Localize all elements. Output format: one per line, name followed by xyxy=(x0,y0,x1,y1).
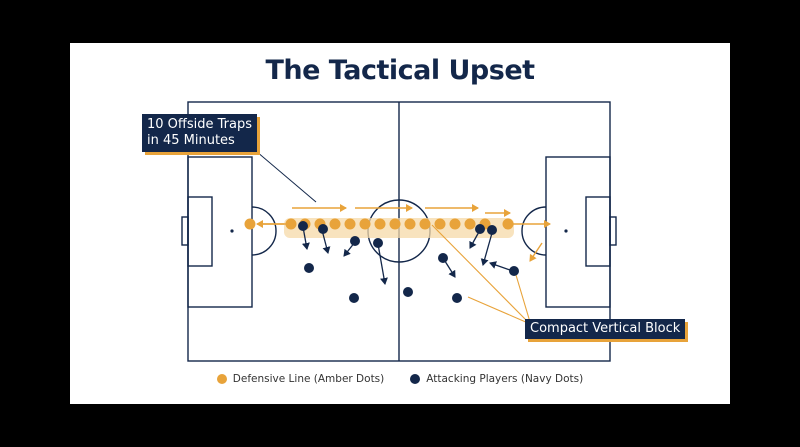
amber-dot xyxy=(419,218,431,230)
left-penalty-arc xyxy=(251,206,277,256)
right-six-yard-box xyxy=(585,196,611,267)
navy-dot xyxy=(403,287,413,297)
legend: Defensive Line (Amber Dots) Attacking Pl… xyxy=(70,373,730,385)
callout-block-leader xyxy=(515,274,531,323)
run-arrow xyxy=(489,261,511,271)
right-penalty-arc xyxy=(521,206,547,256)
left-goal xyxy=(181,216,189,246)
legend-label-defensive: Defensive Line (Amber Dots) xyxy=(232,373,385,385)
navy-dot-icon xyxy=(410,374,421,384)
navy-dot xyxy=(373,238,383,248)
left-penalty-box xyxy=(187,156,253,308)
pitch-diagram xyxy=(181,101,617,362)
amber-dot xyxy=(374,218,386,230)
run-arrow xyxy=(480,232,493,266)
legend-item-defensive: Defensive Line (Amber Dots) xyxy=(216,373,385,385)
amber-dot xyxy=(244,218,256,230)
right-penalty-box xyxy=(545,156,611,308)
pitch-markings xyxy=(181,101,617,362)
amber-dot xyxy=(502,218,514,230)
navy-dot xyxy=(349,293,359,303)
callout-compact-block: Compact Vertical Block xyxy=(525,319,686,339)
amber-dot xyxy=(359,218,371,230)
navy-dot xyxy=(318,224,328,234)
amber-dot xyxy=(285,218,297,230)
attacking-players xyxy=(298,221,519,303)
callout-offside-line-1: 10 Offside Traps xyxy=(147,117,252,132)
legend-item-attacking: Attacking Players (Navy Dots) xyxy=(410,373,583,385)
navy-dot xyxy=(298,221,308,231)
page-title: The Tactical Upset xyxy=(265,55,535,86)
amber-dot xyxy=(464,218,476,230)
legend-label-attacking: Attacking Players (Navy Dots) xyxy=(426,373,584,385)
callout-block-leader xyxy=(467,296,529,324)
amber-dot xyxy=(389,218,401,230)
slide: The Tactical Upset xyxy=(70,43,730,404)
callout-offside-traps: 10 Offside Traps in 45 Minutes xyxy=(142,114,257,152)
navy-dot xyxy=(487,225,497,235)
amber-dot xyxy=(404,218,416,230)
left-six-yard-box xyxy=(187,196,213,267)
callout-offside-leader xyxy=(249,145,317,203)
line-drop-arrow xyxy=(529,242,543,262)
right-penalty-spot xyxy=(564,229,568,233)
navy-dot xyxy=(509,266,519,276)
callout-block-leader xyxy=(431,224,529,323)
amber-dot xyxy=(434,218,446,230)
navy-dot xyxy=(350,236,360,246)
amber-dot xyxy=(329,218,341,230)
navy-dot xyxy=(452,293,462,303)
navy-dot xyxy=(304,263,314,273)
run-arrow xyxy=(377,243,388,285)
left-penalty-spot xyxy=(230,229,234,233)
amber-dot xyxy=(344,218,356,230)
right-goal xyxy=(609,216,617,246)
amber-dot-icon xyxy=(216,374,227,384)
navy-dot xyxy=(475,224,485,234)
callout-offside-line-2: in 45 Minutes xyxy=(147,133,235,148)
amber-dot xyxy=(449,218,461,230)
navy-dot xyxy=(438,253,448,263)
